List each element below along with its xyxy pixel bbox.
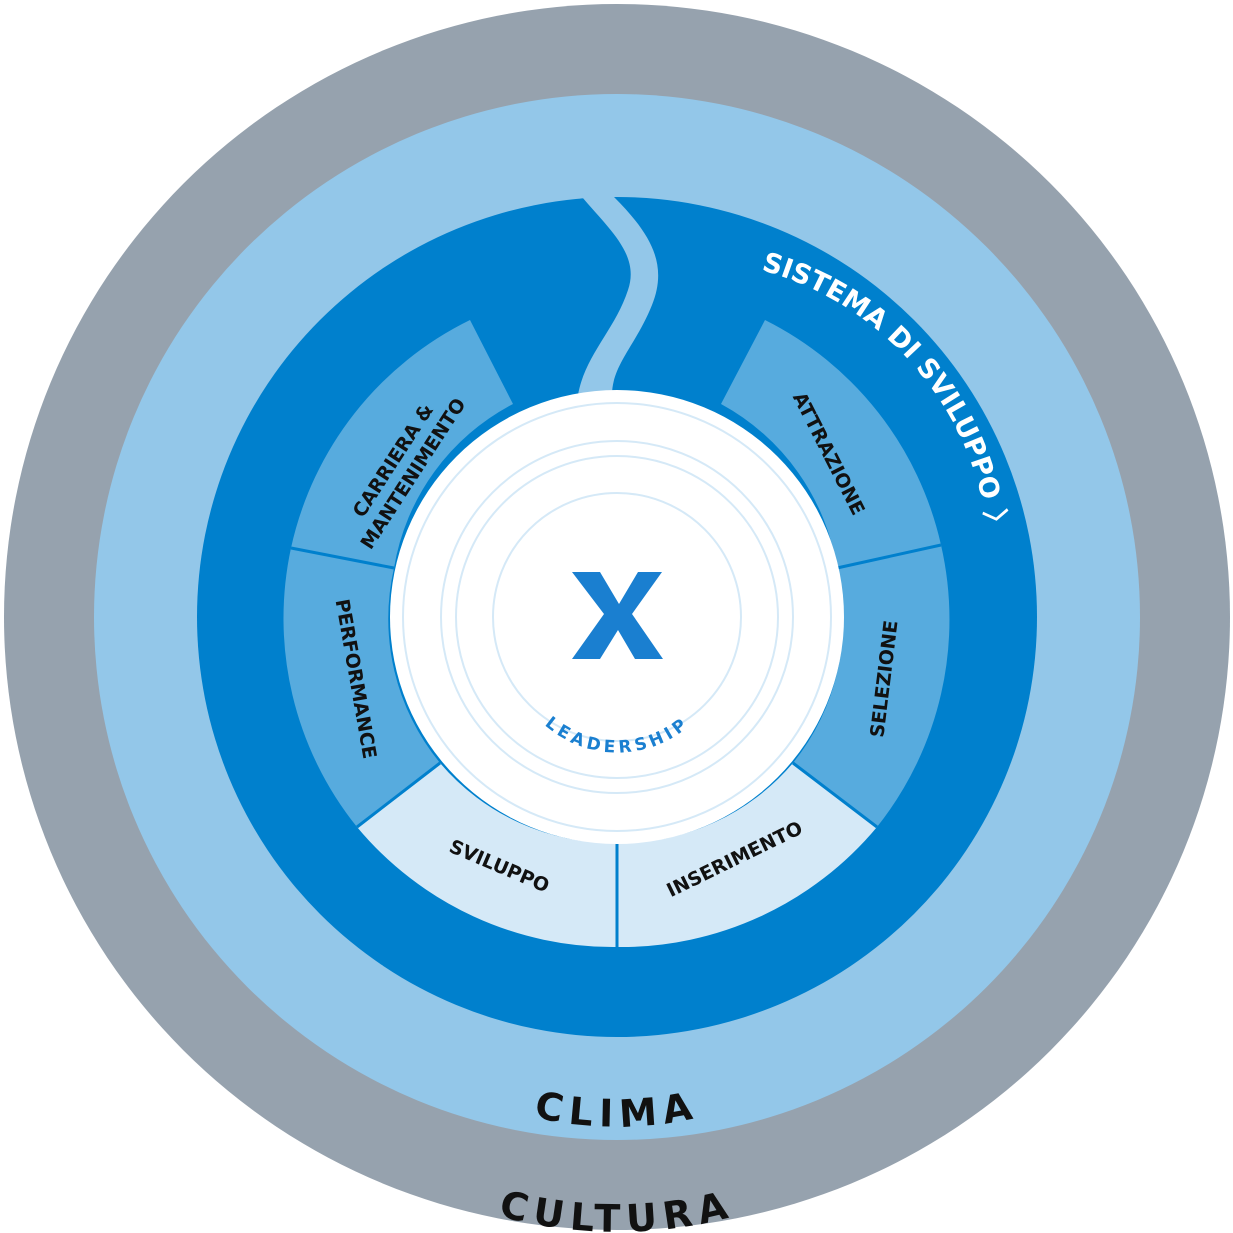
segment-inserimento[interactable]	[617, 763, 877, 948]
segment-sviluppo[interactable]	[357, 763, 617, 948]
clima-label: CLIMA	[532, 1083, 702, 1136]
x-symbol	[572, 572, 663, 659]
segment-carriera[interactable]	[291, 320, 513, 568]
leadership-rings	[402, 402, 832, 832]
segment-selezione[interactable]	[793, 545, 950, 827]
system-flow-stream	[578, 197, 659, 395]
segment-dividers	[290, 543, 942, 947]
segment-attrazione[interactable]	[721, 320, 941, 568]
sistema-arrow-icon: 〉	[978, 507, 1013, 538]
segment-performance[interactable]	[283, 548, 440, 827]
